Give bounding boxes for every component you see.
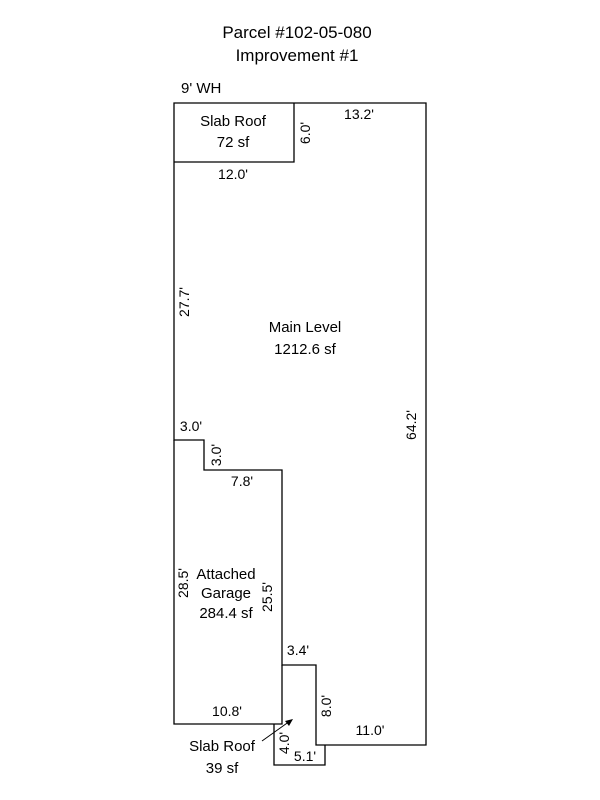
garage-name-line1: Attached <box>196 566 255 583</box>
garage-name-line2: Garage <box>201 585 251 602</box>
dim-slab-top-side: 6.0' <box>297 122 313 144</box>
dim-garage-right: 25.5' <box>259 582 275 612</box>
dim-slab-bottom-side: 4.0' <box>276 732 292 754</box>
slab-roof-bottom-leader <box>261 720 291 742</box>
dim-slab-top-bottom: 12.0' <box>218 166 248 182</box>
dim-notch-top: 3.4' <box>287 642 309 658</box>
main-level-name: Main Level <box>269 319 342 336</box>
dim-step-top: 3.0' <box>180 418 202 434</box>
wall-height-label: 9' WH <box>181 80 221 97</box>
dim-main-right: 64.2' <box>403 410 419 440</box>
dim-slab-bottom-width: 5.1' <box>294 748 316 764</box>
main-level-size: 1212.6 sf <box>274 341 337 358</box>
slab-roof-bottom-size: 39 sf <box>206 760 239 777</box>
dim-main-left: 27.7' <box>176 287 192 317</box>
dim-step-side: 3.0' <box>208 444 224 466</box>
slab-roof-bottom-name: Slab Roof <box>189 738 256 755</box>
slab-roof-top-size: 72 sf <box>217 134 250 151</box>
leader-arrowhead <box>285 719 293 726</box>
slab-roof-bottom-outline <box>273 724 326 766</box>
parcel-title: Parcel #102-05-080 <box>222 23 371 42</box>
dim-bottom-right: 11.0' <box>356 722 385 738</box>
improvement-title: Improvement #1 <box>236 46 359 65</box>
garage-outline <box>173 440 283 725</box>
dim-notch-side: 8.0' <box>318 695 334 717</box>
dim-garage-top: 7.8' <box>231 473 253 489</box>
garage-size: 284.4 sf <box>199 605 253 622</box>
dim-garage-bottom: 10.8' <box>212 703 242 719</box>
slab-roof-top-outline <box>174 103 295 163</box>
slab-roof-top-name: Slab Roof <box>200 113 267 130</box>
dim-garage-left: 28.5' <box>175 568 191 598</box>
dim-top-right: 13.2' <box>344 106 374 122</box>
